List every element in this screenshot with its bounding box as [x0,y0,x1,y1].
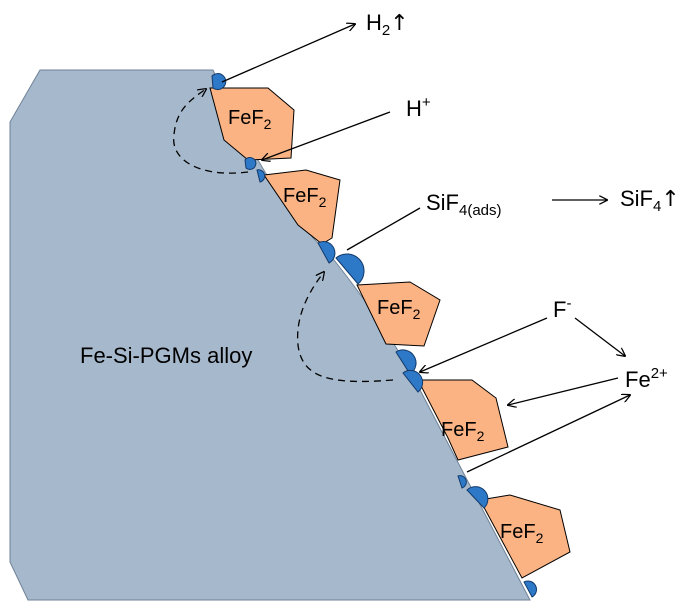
up-arrow-icon: ↑ [390,11,409,36]
dashed-loop-upper [173,89,249,174]
f-minus-base: F [553,297,567,322]
particle [317,241,336,264]
h2-base: H [366,10,382,35]
h-plus-superscript: + [421,94,431,111]
fef2-label-5: FeF2 [500,521,544,546]
particle [211,73,227,91]
sif4-ads-line [346,207,421,251]
dashed-loop-lower [296,272,394,383]
sif4-ads-base: SiF [426,190,459,215]
sif4-gas-subscript: 4 [653,198,662,215]
particle [244,156,257,170]
particle [256,169,266,183]
fef2-label-4: FeF2 [441,419,485,444]
fef2-deposit-4 [417,379,509,461]
f-minus-to-fe-arrow [574,317,625,356]
dashed-arrows [173,89,394,383]
fef2-label-1: FeF2 [228,107,272,132]
h2-arrow [221,24,355,83]
particle [457,475,467,489]
fe2plus-release-arrow [466,395,630,473]
reaction-arrows [221,24,630,473]
fef2-deposit-1 [209,87,295,161]
fe2plus-label: Fe2+ [625,366,668,391]
f-minus-label: F- [553,296,571,321]
sif4-ads-subscript: 4(ads) [459,202,502,219]
surface-particles [211,73,537,598]
fef2-label-3: FeF2 [377,297,421,322]
sif4-ads-label: SiF4(ads) [426,190,502,219]
particle [402,369,424,393]
fef2-deposit-5 [479,494,571,579]
particle [466,486,489,509]
fe2plus-superscript: 2+ [650,365,668,382]
sif4-gas-label: SiF4↑ [620,186,680,215]
f-minus-arrow [420,317,548,372]
up-arrow-icon: ↑ [661,187,680,212]
h-plus-arrow [262,111,391,160]
h2-subscript: 2 [381,22,391,39]
particle [523,580,537,598]
h-plus-label: H+ [406,95,431,120]
fef2-deposit-2 [263,169,341,245]
particle [335,253,365,285]
fe2plus-base: Fe [625,367,651,392]
fef2-deposits [209,87,571,579]
f-minus-superscript: - [566,295,572,312]
fe2plus-to-fef2-arrow [508,377,619,405]
fef2-label-2: FeF2 [283,185,327,210]
alloy-label: Fe-Si-PGMs alloy [80,343,253,368]
h2-label: H2↑ [366,10,409,39]
h-plus-base: H [406,96,422,121]
sif4-gas-base: SiF [620,186,653,211]
fef2-deposit-3 [356,281,441,347]
